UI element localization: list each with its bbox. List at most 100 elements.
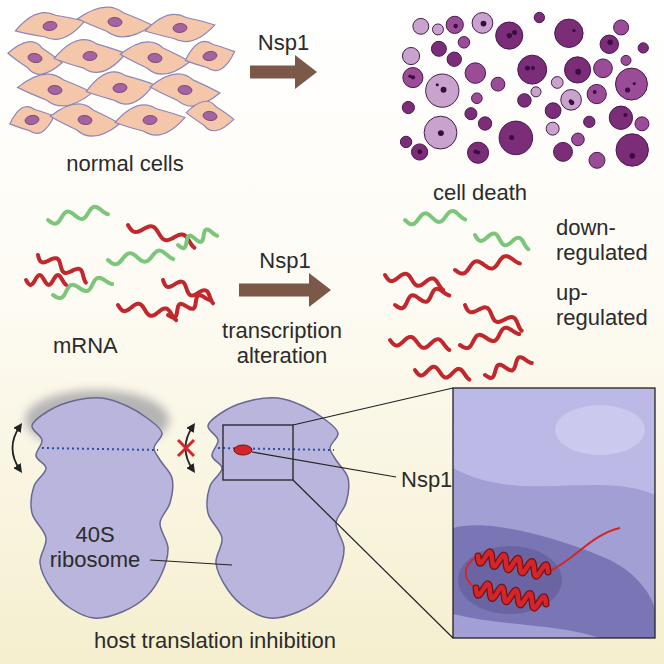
- normal-cell: [76, 5, 153, 40]
- dying-cell: [446, 16, 463, 33]
- cell-body: [17, 72, 94, 108]
- cell-body: [432, 24, 443, 35]
- cell-nucleus: [148, 53, 163, 63]
- text-slot: mRNA: [53, 333, 153, 358]
- mrna-strand: [168, 295, 211, 317]
- dying-cell: [572, 133, 585, 146]
- dying-cell: [534, 12, 544, 22]
- dying-cell: [615, 68, 647, 100]
- node-label: down-regulated: [556, 215, 656, 266]
- dying-cell: [609, 106, 632, 129]
- node-label: normal cells: [10, 151, 240, 176]
- nsp1-helix: [478, 552, 548, 576]
- mrna-strand: [405, 211, 465, 224]
- cell-body: [534, 12, 544, 22]
- illustration-group: mRNA: [18, 205, 225, 365]
- cell-body: [564, 57, 590, 83]
- ribosome-shape: [31, 398, 173, 618]
- dying-cell: [614, 20, 629, 35]
- cell-nucleus: [143, 115, 158, 125]
- cell-body: [447, 52, 461, 66]
- node-label: mRNA: [53, 333, 153, 358]
- dying-cell: [499, 121, 533, 155]
- cell-body: [49, 101, 122, 139]
- arrow-head: [309, 273, 331, 307]
- dying-cell: [467, 142, 488, 163]
- cell-body: [621, 55, 631, 65]
- dying-cell: [594, 59, 613, 78]
- dying-cell: [589, 152, 605, 168]
- chromatin-dot: [417, 149, 422, 154]
- dying-cell: [496, 22, 523, 49]
- ribosome-surface: [453, 388, 655, 495]
- mrna-strand: [395, 289, 449, 308]
- inset-ground: [453, 388, 655, 638]
- chromatin-dot: [512, 30, 517, 35]
- chromatin-dot: [441, 87, 447, 93]
- text-slot: up-regulated: [556, 280, 656, 331]
- dying-cell: [432, 24, 443, 35]
- cell-nucleus: [24, 114, 39, 125]
- annotation-label: 40S ribosome: [40, 522, 150, 573]
- block-cross: [178, 440, 194, 456]
- cell-body: [7, 102, 56, 138]
- cell-nucleus: [173, 23, 188, 33]
- cell-body: [561, 90, 582, 111]
- dying-cell: [518, 94, 532, 108]
- cell-body: [467, 142, 488, 163]
- dying-cell: [413, 18, 429, 34]
- arrow-label: Nsp1: [259, 248, 310, 273]
- normal-cell: [49, 101, 122, 139]
- cell-body: [402, 47, 419, 64]
- cell-nucleus: [202, 111, 217, 122]
- cell-body: [555, 19, 583, 47]
- cell-body: [119, 39, 192, 77]
- cell-body: [545, 103, 561, 119]
- dying-cell: [635, 117, 649, 131]
- dying-cell: [472, 13, 493, 34]
- cell-body: [609, 106, 632, 129]
- chromatin-dot: [623, 113, 627, 117]
- cell-body: [587, 84, 606, 103]
- text-slot: 40S ribosome: [40, 522, 150, 573]
- cell-body: [53, 37, 127, 75]
- chromatin-dot: [438, 130, 444, 136]
- mrna-strand: [26, 275, 66, 285]
- cell-body: [614, 20, 629, 35]
- dying-cell: [403, 68, 423, 88]
- ribosome-shape: [207, 398, 349, 618]
- cell-body: [424, 116, 457, 149]
- cell-body: [518, 94, 532, 108]
- block-cross: [178, 440, 194, 456]
- dying-cell: [491, 77, 505, 91]
- cell-body: [402, 101, 414, 113]
- mrna-strand: [465, 305, 522, 331]
- cell-body: [551, 77, 563, 89]
- dying-cell: [465, 108, 477, 120]
- normal-cell: [183, 36, 238, 75]
- text-slot: host translation inhibition: [15, 628, 415, 653]
- chromatin-dot: [531, 66, 535, 70]
- cell-body: [478, 117, 491, 130]
- normal-cell: [119, 39, 192, 77]
- dying-cell: [554, 142, 573, 161]
- dying-cell: [458, 37, 470, 49]
- cell-body: [76, 5, 153, 40]
- dying-cell: [587, 84, 606, 103]
- panel-caption: host translation inhibition: [15, 628, 415, 653]
- chromatin-dot: [633, 82, 636, 85]
- cell-body: [594, 59, 613, 78]
- dying-cell: [431, 41, 446, 56]
- cell-body: [589, 152, 605, 168]
- cell-body: [572, 133, 585, 146]
- mrna-strand: [455, 256, 520, 273]
- chromatin-dot: [436, 83, 439, 86]
- cell-body: [400, 136, 411, 147]
- cell-body: [472, 13, 493, 34]
- dying-cell: [412, 144, 428, 160]
- cell-body: [496, 22, 523, 49]
- cell-body: [600, 35, 618, 53]
- cell-body: [616, 134, 648, 166]
